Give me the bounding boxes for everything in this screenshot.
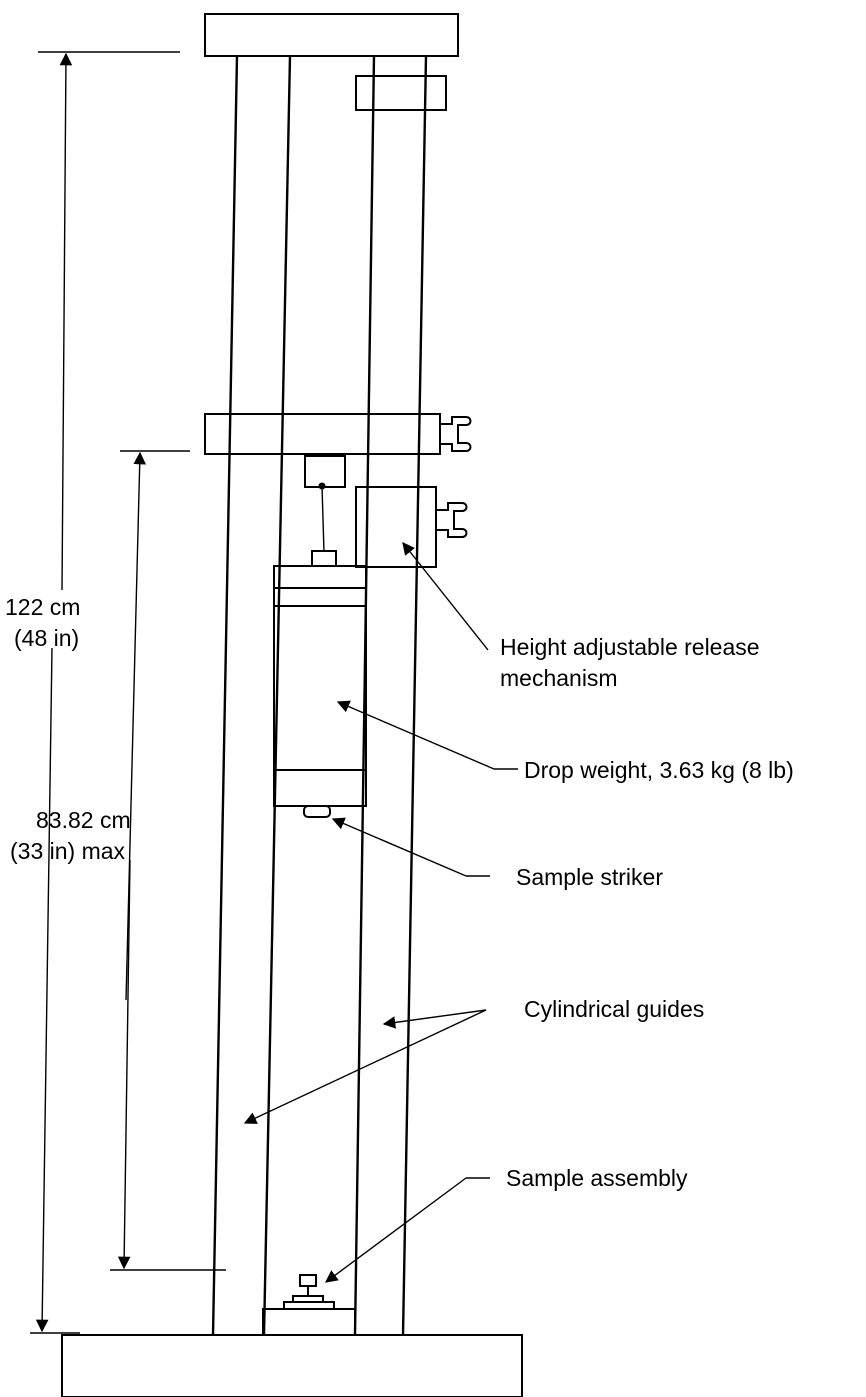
- base-plate: [61, 1334, 523, 1397]
- sample-assembly: [262, 1274, 356, 1336]
- total-height-label: 122 cm: [5, 594, 80, 620]
- release-mechanism-label-line2: mechanism: [500, 665, 618, 691]
- cylindrical-guides-label: Cylindrical guides: [524, 996, 704, 1022]
- upper-clamp-block: [355, 75, 447, 111]
- sample-striker-label: Sample striker: [516, 864, 663, 890]
- total-height-inch-label: (48 in): [14, 625, 79, 651]
- release-hook-housing: [304, 455, 346, 488]
- drop-height-label: 83.82 cm: [36, 807, 131, 833]
- release-mechanism-label-line1: Height adjustable release: [500, 634, 760, 660]
- leader-lines: [243, 542, 518, 1283]
- total-height-dimension: [30, 51, 180, 1334]
- drop-height-dimension: [110, 450, 226, 1271]
- drop-height-inch-label: (33 in) max: [10, 838, 126, 864]
- middle-plate: [204, 413, 441, 455]
- middle-plate-knob: [439, 416, 472, 452]
- sample-assembly-label: Sample assembly: [506, 1165, 688, 1191]
- drop-weight: [273, 550, 367, 807]
- sample-striker-pin: [303, 805, 331, 818]
- cylindrical-guide-rods: [211, 55, 428, 1336]
- release-mechanism-knob: [435, 502, 468, 538]
- top-plate: [204, 13, 459, 57]
- drop-weight-label: Drop weight, 3.63 kg (8 lb): [524, 757, 794, 783]
